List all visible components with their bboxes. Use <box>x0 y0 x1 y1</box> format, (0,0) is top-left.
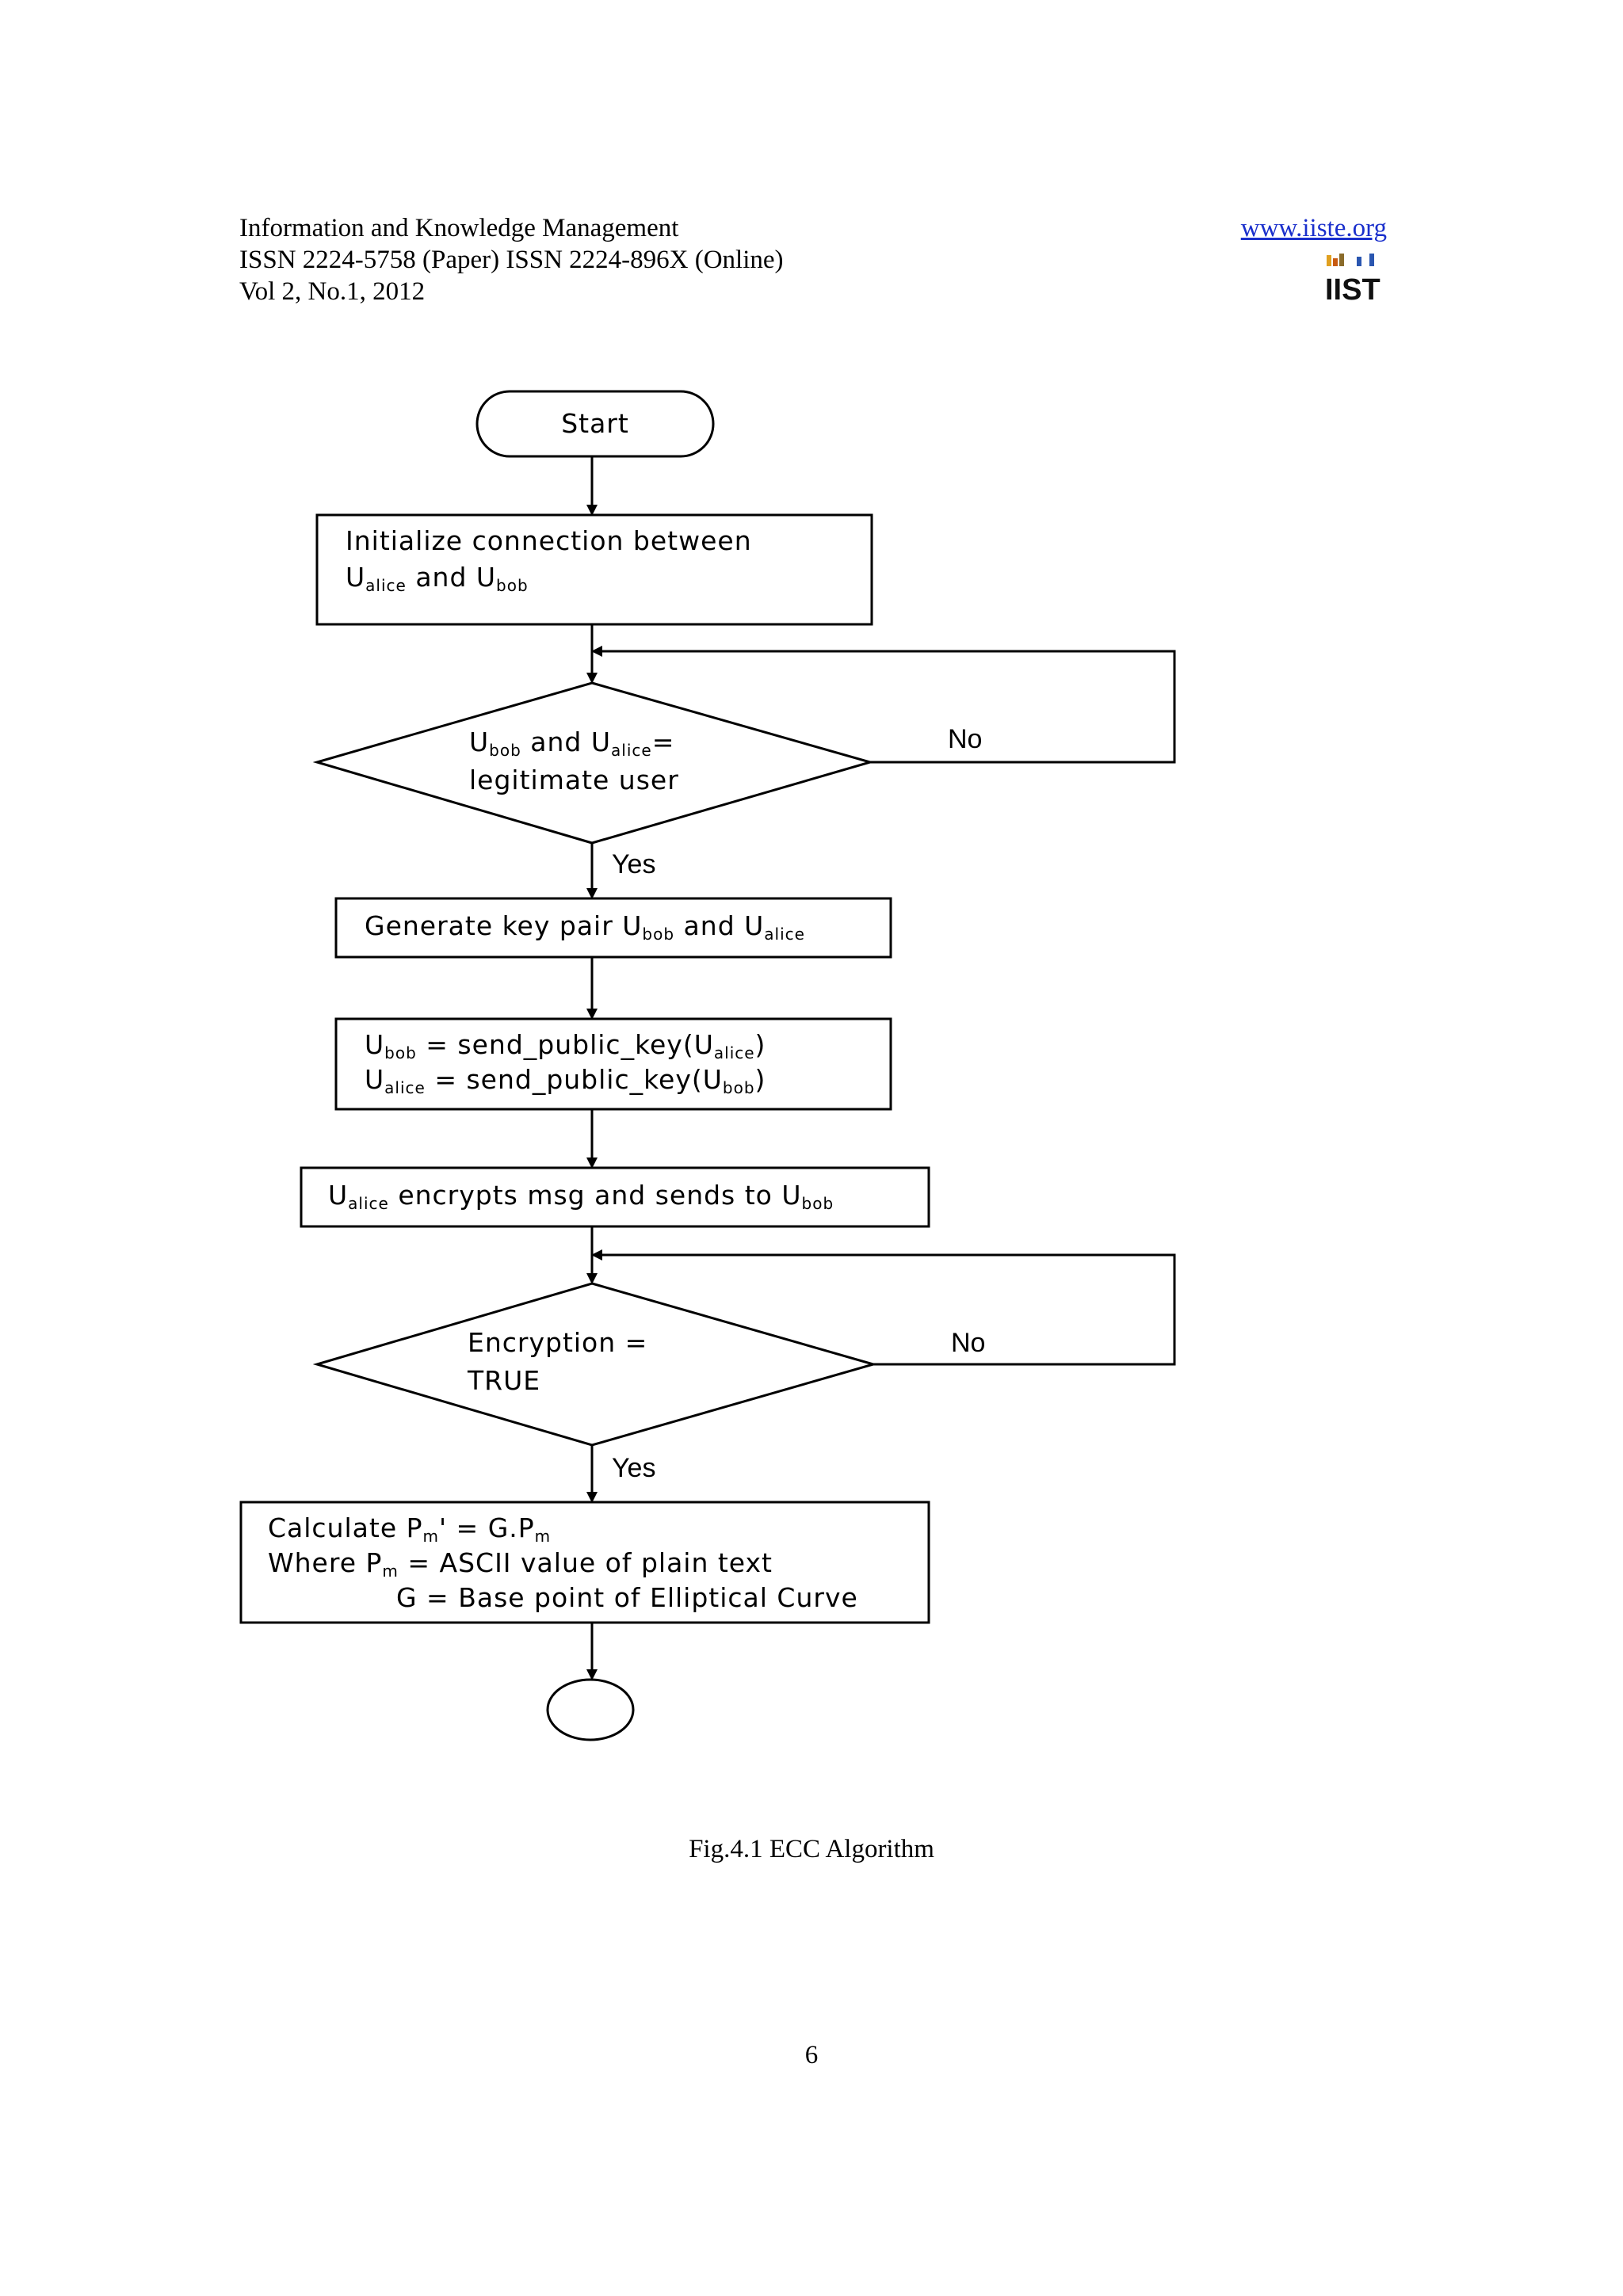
yes-label-1: Yes <box>612 849 655 879</box>
figure-caption: Fig.4.1 ECC Algorithm <box>689 1835 934 1863</box>
send-line1: Ubob = send_public_key(Ualice) <box>365 1029 766 1062</box>
init-line1: Initialize connection between <box>346 525 752 556</box>
page-number: 6 <box>804 2041 819 2069</box>
no-label-1: No <box>948 724 982 754</box>
decision1-line2: legitimate user <box>469 765 679 795</box>
journal-header: Information and Knowledge Management ISS… <box>239 212 784 307</box>
journal-issn: ISSN 2224-5758 (Paper) ISSN 2224-896X (O… <box>239 246 784 274</box>
end-connector <box>546 1678 635 1741</box>
svg-text:IISTE: IISTE <box>1325 273 1381 303</box>
website-header: www.iiste.org <box>1241 212 1387 244</box>
decision2-line2: TRUE <box>467 1365 540 1396</box>
generate-keypair-box <box>334 897 892 959</box>
calculate-line3: G = Base point of Elliptical Curve <box>396 1582 858 1613</box>
no-loop-2 <box>591 1249 1176 1366</box>
connectors <box>586 456 1176 1680</box>
website-link[interactable]: www.iiste.org <box>1240 214 1387 242</box>
journal-volume: Vol 2, No.1, 2012 <box>239 277 426 306</box>
send-line2: Ualice = send_public_key(Ubob) <box>365 1064 766 1097</box>
calculate-line2: Where Pm = ASCII value of plain text <box>268 1547 773 1581</box>
generate-label: Generate key pair Ubob and Ualice <box>365 910 805 944</box>
decision1-line1: Ubob and Ualice= <box>469 727 674 760</box>
no-label-2: No <box>951 1328 985 1358</box>
start-terminator <box>475 390 715 458</box>
journal-title: Information and Knowledge Management <box>239 214 679 242</box>
calculate-line1: Calculate Pm' = G.Pm <box>268 1512 551 1546</box>
init-process-box <box>315 513 873 626</box>
calculate-box <box>239 1501 930 1624</box>
decision2-line1: Encryption = <box>468 1327 647 1358</box>
iiste-logo-icon: IISTE <box>1325 254 1381 303</box>
encrypt-label: Ualice encrypts msg and sends to Ubob <box>328 1180 834 1213</box>
start-label: Start <box>561 408 629 439</box>
yes-label-2: Yes <box>612 1453 655 1483</box>
init-line2: Ualice and Ubob <box>346 562 529 595</box>
encryption-true-decision <box>312 1282 878 1447</box>
legitimate-user-decision <box>312 681 875 845</box>
send-public-key-box <box>334 1017 892 1111</box>
encrypt-message-box <box>300 1166 930 1228</box>
no-loop-1 <box>591 646 1176 764</box>
